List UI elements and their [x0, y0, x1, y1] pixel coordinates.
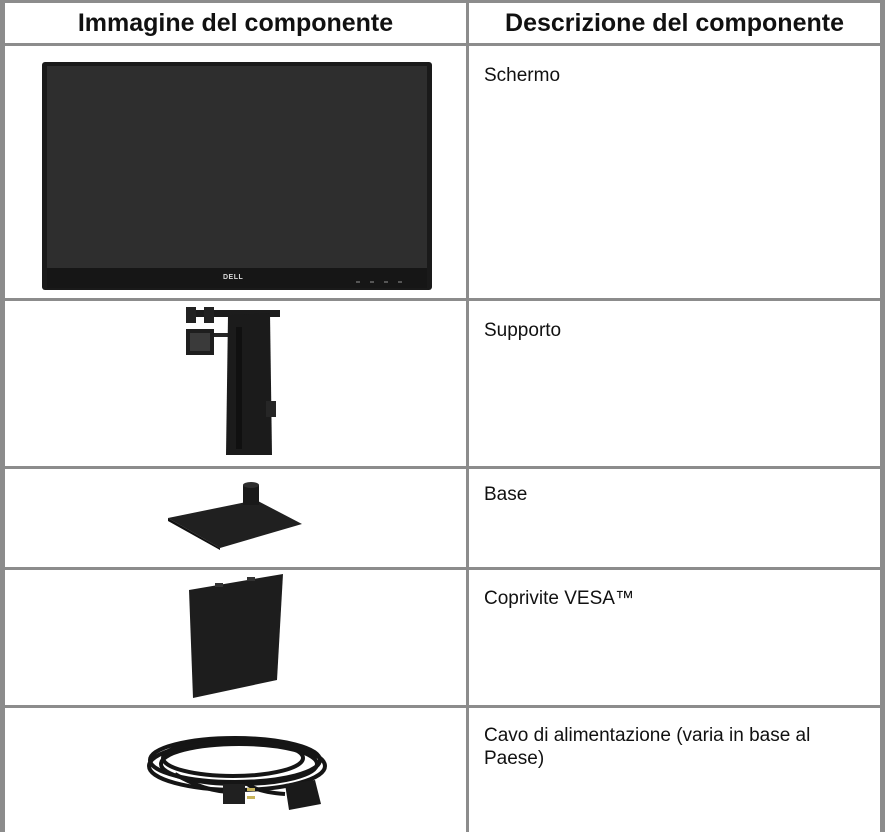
dell-logo: DELL — [223, 274, 244, 281]
header-component-description: Descrizione del componente — [505, 8, 844, 37]
stand-base-icon — [168, 482, 302, 550]
table-border-right — [880, 0, 885, 832]
component-description: Base — [484, 484, 528, 505]
row-divider — [0, 705, 885, 708]
stand-riser-icon — [186, 307, 280, 455]
row-divider — [0, 0, 885, 3]
row-divider — [0, 298, 885, 301]
component-description: Cavo di alimentazione (varia in base al … — [484, 725, 811, 769]
monitor-icon — [42, 62, 432, 290]
header-component-image: Immagine del componente — [77, 8, 394, 37]
row-divider — [0, 43, 885, 46]
component-description: Supporto — [484, 320, 562, 341]
vesa-cover-icon — [189, 574, 283, 698]
power-cable-icon — [147, 736, 327, 810]
column-divider — [466, 0, 469, 832]
row-divider — [0, 567, 885, 570]
component-description: Coprivite VESA™ — [484, 588, 634, 609]
row-divider — [0, 466, 885, 469]
component-description: Schermo — [484, 65, 561, 86]
table-border-left — [0, 0, 5, 832]
